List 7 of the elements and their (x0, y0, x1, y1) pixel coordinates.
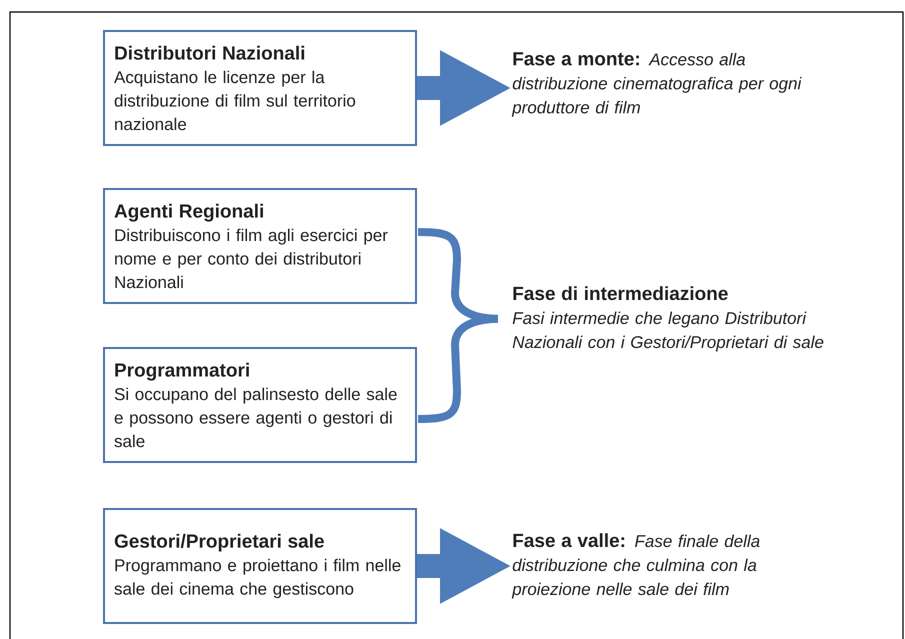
phase-text: Fase di intermediazione Fasi intermedie che legano Distributori Nazionali con i Gestori/Proprietari di sale (512, 286, 824, 352)
phase-text: Fase a valle: Fase finale della distribuzione che culmina con la proiezione nelle sale dei film (512, 533, 760, 598)
phase-text: Fase a monte: Accesso alla distribuzione cinematografica per ogni produttore di film (512, 52, 802, 117)
process-box: Distributori Nazionali Acquistano le licenze per la distribuzione di film sul territorio nazionale (103, 30, 417, 146)
process-box: Programmatori Si occupano del palinsesto delle sale e possono essere agenti o gestori di sale (103, 347, 417, 463)
process-box: Gestori/Proprietari sale Programmano e proiettano i film nelle sale dei cinema che gestiscono (103, 508, 417, 624)
process-box: Agenti Regionali Distribuiscono i film agli esercici per nome e per conto dei distributori Nazionali (103, 188, 417, 304)
